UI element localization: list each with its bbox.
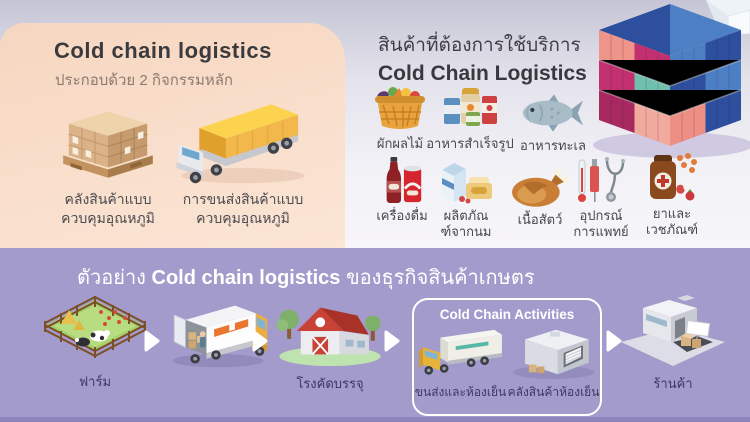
product-medicine: ยาและ เวชภัณฑ์ [630,153,714,239]
step-label: คลังสินค้าห้องเย็น [507,385,600,399]
step-cold-storage: คลังสินค้าห้องเย็น [507,324,600,402]
flow-arrow-icon [384,330,400,352]
product-label: เนื้อสัตว์ [517,212,563,227]
left-panel-subtitle: ประกอบด้วย 2 กิจกรรมหลัก [55,72,233,89]
product-seafood: อาหารทะเล [511,86,595,154]
product-label: ผักผลไม้ [376,136,424,151]
band-footer-strip [0,417,750,422]
product-processed-food: อาหารสำเร็จรูป [415,84,525,152]
right-panel-title-english: Cold Chain Logistics [378,62,587,85]
drinks-icon [381,156,423,204]
bottom-band-title: ตัวอย่าง Cold chain logistics ของธุรกิจส… [77,261,535,293]
product-label: ยาและ เวชภัณฑ์ [646,206,698,238]
transport-activity-item: การขนส่งสินค้าแบบ ควบคุมอุณหภูมิ [158,93,328,228]
product-meat: เนื้อสัตว์ [498,160,582,228]
left-panel: Cold chain logistics ประกอบด้วย 2 กิจกรร… [0,23,345,248]
activities-row: ขนส่งและห้องเย็น [414,324,600,402]
product-vegetables: ผักผลไม้ [358,84,442,152]
medical-equipment-icon [575,156,627,204]
warehouse-activity-label: คลังสินค้าแบบ ควบคุมอุณหภูมิ [61,191,155,226]
temperature-controlled-truck-icon [167,93,319,186]
step-loading-truck [156,300,274,377]
step-label: โรงคัดบรรจุ [296,376,364,391]
vegetable-basket-icon [373,84,427,132]
cold-transport-truck-icon [415,324,507,380]
band-title-suffix: ของธุรกิจสินค้าเกษตร [340,267,535,289]
fish-icon [521,86,585,134]
medicine-icon [646,153,698,202]
transport-activity-label: การขนส่งสินค้าแบบ ควบคุมอุณหภูมิ [182,191,304,226]
band-title-bold: Cold chain logistics [151,267,341,289]
step-retail-store: ร้านค้า [618,294,728,394]
canned-food-icon [442,84,498,132]
warehouse-activity-item: คลังสินค้าแบบ ควบคุมอุณหภูมิ [28,93,188,228]
step-cold-transport: ขนส่งและห้องเย็น [414,324,507,402]
product-drinks: เครื่องดื่ม [360,156,444,224]
band-title-prefix: ตัวอย่าง [77,267,152,289]
left-panel-title: Cold chain logistics [54,38,272,63]
packing-house-icon [276,307,381,367]
meat-icon [510,160,570,208]
product-label: เครื่องดื่ม [376,208,428,223]
cold-chain-activities-box: Cold Chain Activities [412,298,602,416]
shipping-containers-stack-icon [593,4,750,158]
top-background: Cold chain logistics ประกอบด้วย 2 กิจกรร… [0,0,750,248]
right-panel-heading: สินค้าที่ต้องการใช้บริการ Cold Chain Log… [378,30,587,86]
flow-arrow-icon [606,330,622,352]
product-dairy: ผลิตภัณ ฑ์จากนม [424,156,508,241]
pallet-boxes-icon [52,93,164,186]
bottom-band: ตัวอย่าง Cold chain logistics ของธุรกิจส… [0,248,750,422]
product-label: อุปกรณ์ การแพทย์ [573,208,629,240]
step-packing-house: โรงคัดบรรจุ [272,296,388,394]
farm-icon [43,295,146,358]
flow-arrow-icon [144,330,160,352]
product-medical-equipment: อุปกรณ์ การแพทย์ [559,156,643,241]
step-farm: ฟาร์ม [40,294,150,392]
flow-arrow-icon [252,330,268,352]
dairy-products-icon [438,156,494,204]
retail-store-icon [620,295,725,366]
step-label: ขนส่งและห้องเย็น [414,385,507,399]
product-label: อาหารสำเร็จรูป [426,136,514,151]
product-label: อาหารทะเล [520,138,586,153]
step-label: ร้านค้า [653,376,693,391]
step-label: ฟาร์ม [78,374,112,389]
right-panel-title-thai: สินค้าที่ต้องการใช้บริการ [378,35,581,56]
product-label: ผลิตภัณ ฑ์จากนม [440,208,492,240]
activities-box-title: Cold Chain Activities [439,307,575,322]
cold-storage-warehouse-icon [509,324,599,380]
loading-truck-icon [171,305,267,368]
